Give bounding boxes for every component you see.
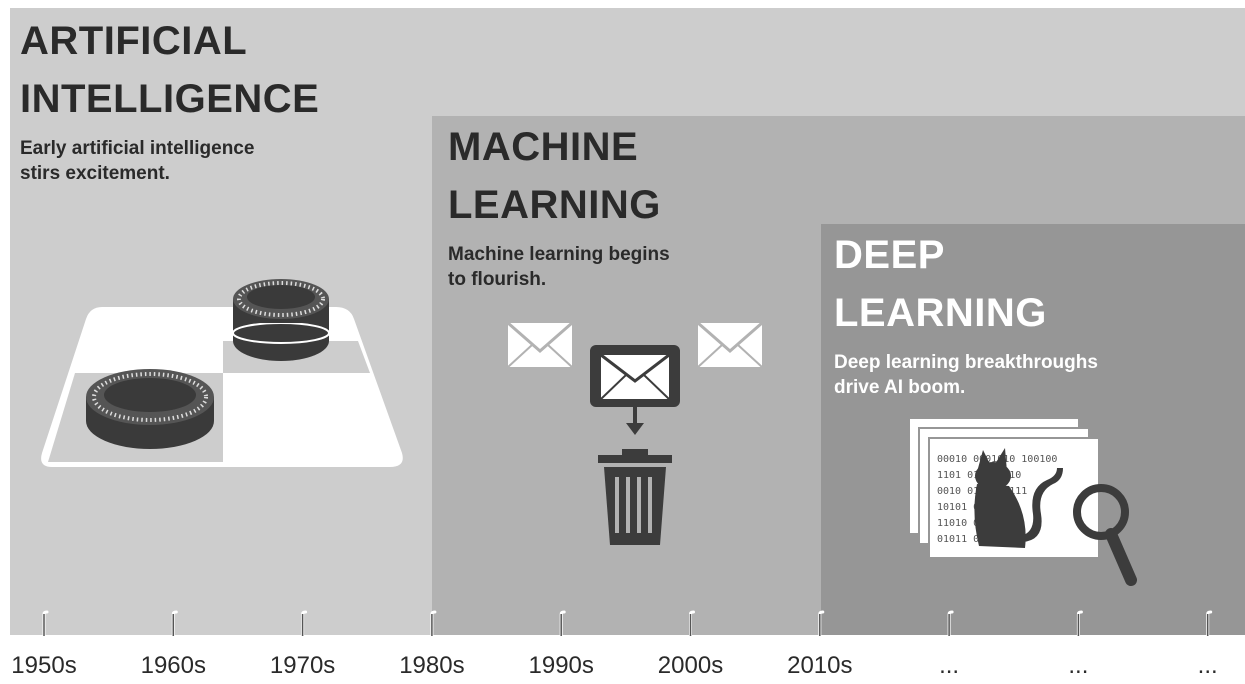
dl-title-line2: LEARNING [834, 291, 1047, 335]
ml-desc-line2: to flourish. [448, 269, 547, 290]
timeline-tick [42, 610, 49, 637]
checker-piece-icon [86, 369, 214, 449]
binary-line-5: 11010 0101 [937, 518, 997, 529]
timeline-tick [1076, 610, 1083, 637]
timeline-label: 2000s [657, 652, 724, 679]
cat-icon [974, 448, 1063, 548]
checkers-board-icon [41, 279, 403, 467]
timeline-label: 1980s [399, 652, 465, 679]
dl-desc-line1: Deep learning breakthroughs [834, 352, 1098, 373]
timeline-tick [430, 610, 437, 637]
timeline-label: 1970s [269, 652, 336, 679]
binary-line-4: 10101 0101 [937, 502, 997, 513]
ml-desc-line1: Machine learning begins [448, 244, 670, 265]
timeline-tick [171, 610, 178, 637]
timeline-tick [301, 610, 308, 637]
envelope-icon [507, 321, 573, 368]
timeline-label: 1950s [11, 652, 77, 679]
timeline-tick [818, 610, 825, 637]
dl-title: DEEP LEARNING [834, 226, 1047, 342]
timeline-label: 1960s [140, 652, 206, 679]
checker-piece-stack-icon [232, 279, 330, 361]
magnifier-icon [1073, 484, 1137, 586]
ai-desc-line2: stirs excitement. [20, 163, 170, 184]
dl-desc-line2: drive AI boom. [834, 377, 966, 398]
timeline-label: 1990s [528, 652, 594, 679]
ml-title-line2: LEARNING [448, 183, 661, 227]
ml-title: MACHINE LEARNING [448, 118, 661, 234]
timeline-tick [1206, 610, 1213, 637]
timeline-tick [947, 610, 954, 637]
timeline-label: 2010s [787, 652, 853, 679]
timeline-axis [42, 610, 1213, 637]
mailbox-icon [590, 345, 680, 407]
binary-line-1: 00010 0001010 100100 [937, 454, 1057, 465]
binary-line-6: 01011 01010 [937, 534, 1003, 545]
ai-title-line2: INTELLIGENCE [20, 77, 320, 121]
dl-title-line1: DEEP [834, 233, 945, 277]
ai-desc-line1: Early artificial intelligence [20, 138, 255, 159]
timeline-label: ... [1068, 652, 1089, 679]
timeline-label: ... [939, 652, 960, 679]
arrow-down-icon [626, 407, 644, 435]
dl-description: Deep learning breakthroughs drive AI boo… [834, 350, 1098, 400]
timeline-label: ... [1197, 652, 1218, 679]
spam-filter-illustration [507, 321, 763, 545]
envelope-icon-right [697, 321, 763, 368]
ai-title-line1: ARTIFICIAL [20, 19, 248, 63]
timeline-tick [559, 610, 566, 637]
ai-description: Early artificial intelligence stirs exci… [20, 136, 254, 186]
timeline-tick [689, 610, 695, 637]
ml-description: Machine learning begins to flourish. [448, 242, 670, 292]
trash-can-icon [598, 449, 672, 545]
ai-title: ARTIFICIAL INTELLIGENCE [20, 12, 319, 128]
ml-title-line1: MACHINE [448, 125, 639, 169]
